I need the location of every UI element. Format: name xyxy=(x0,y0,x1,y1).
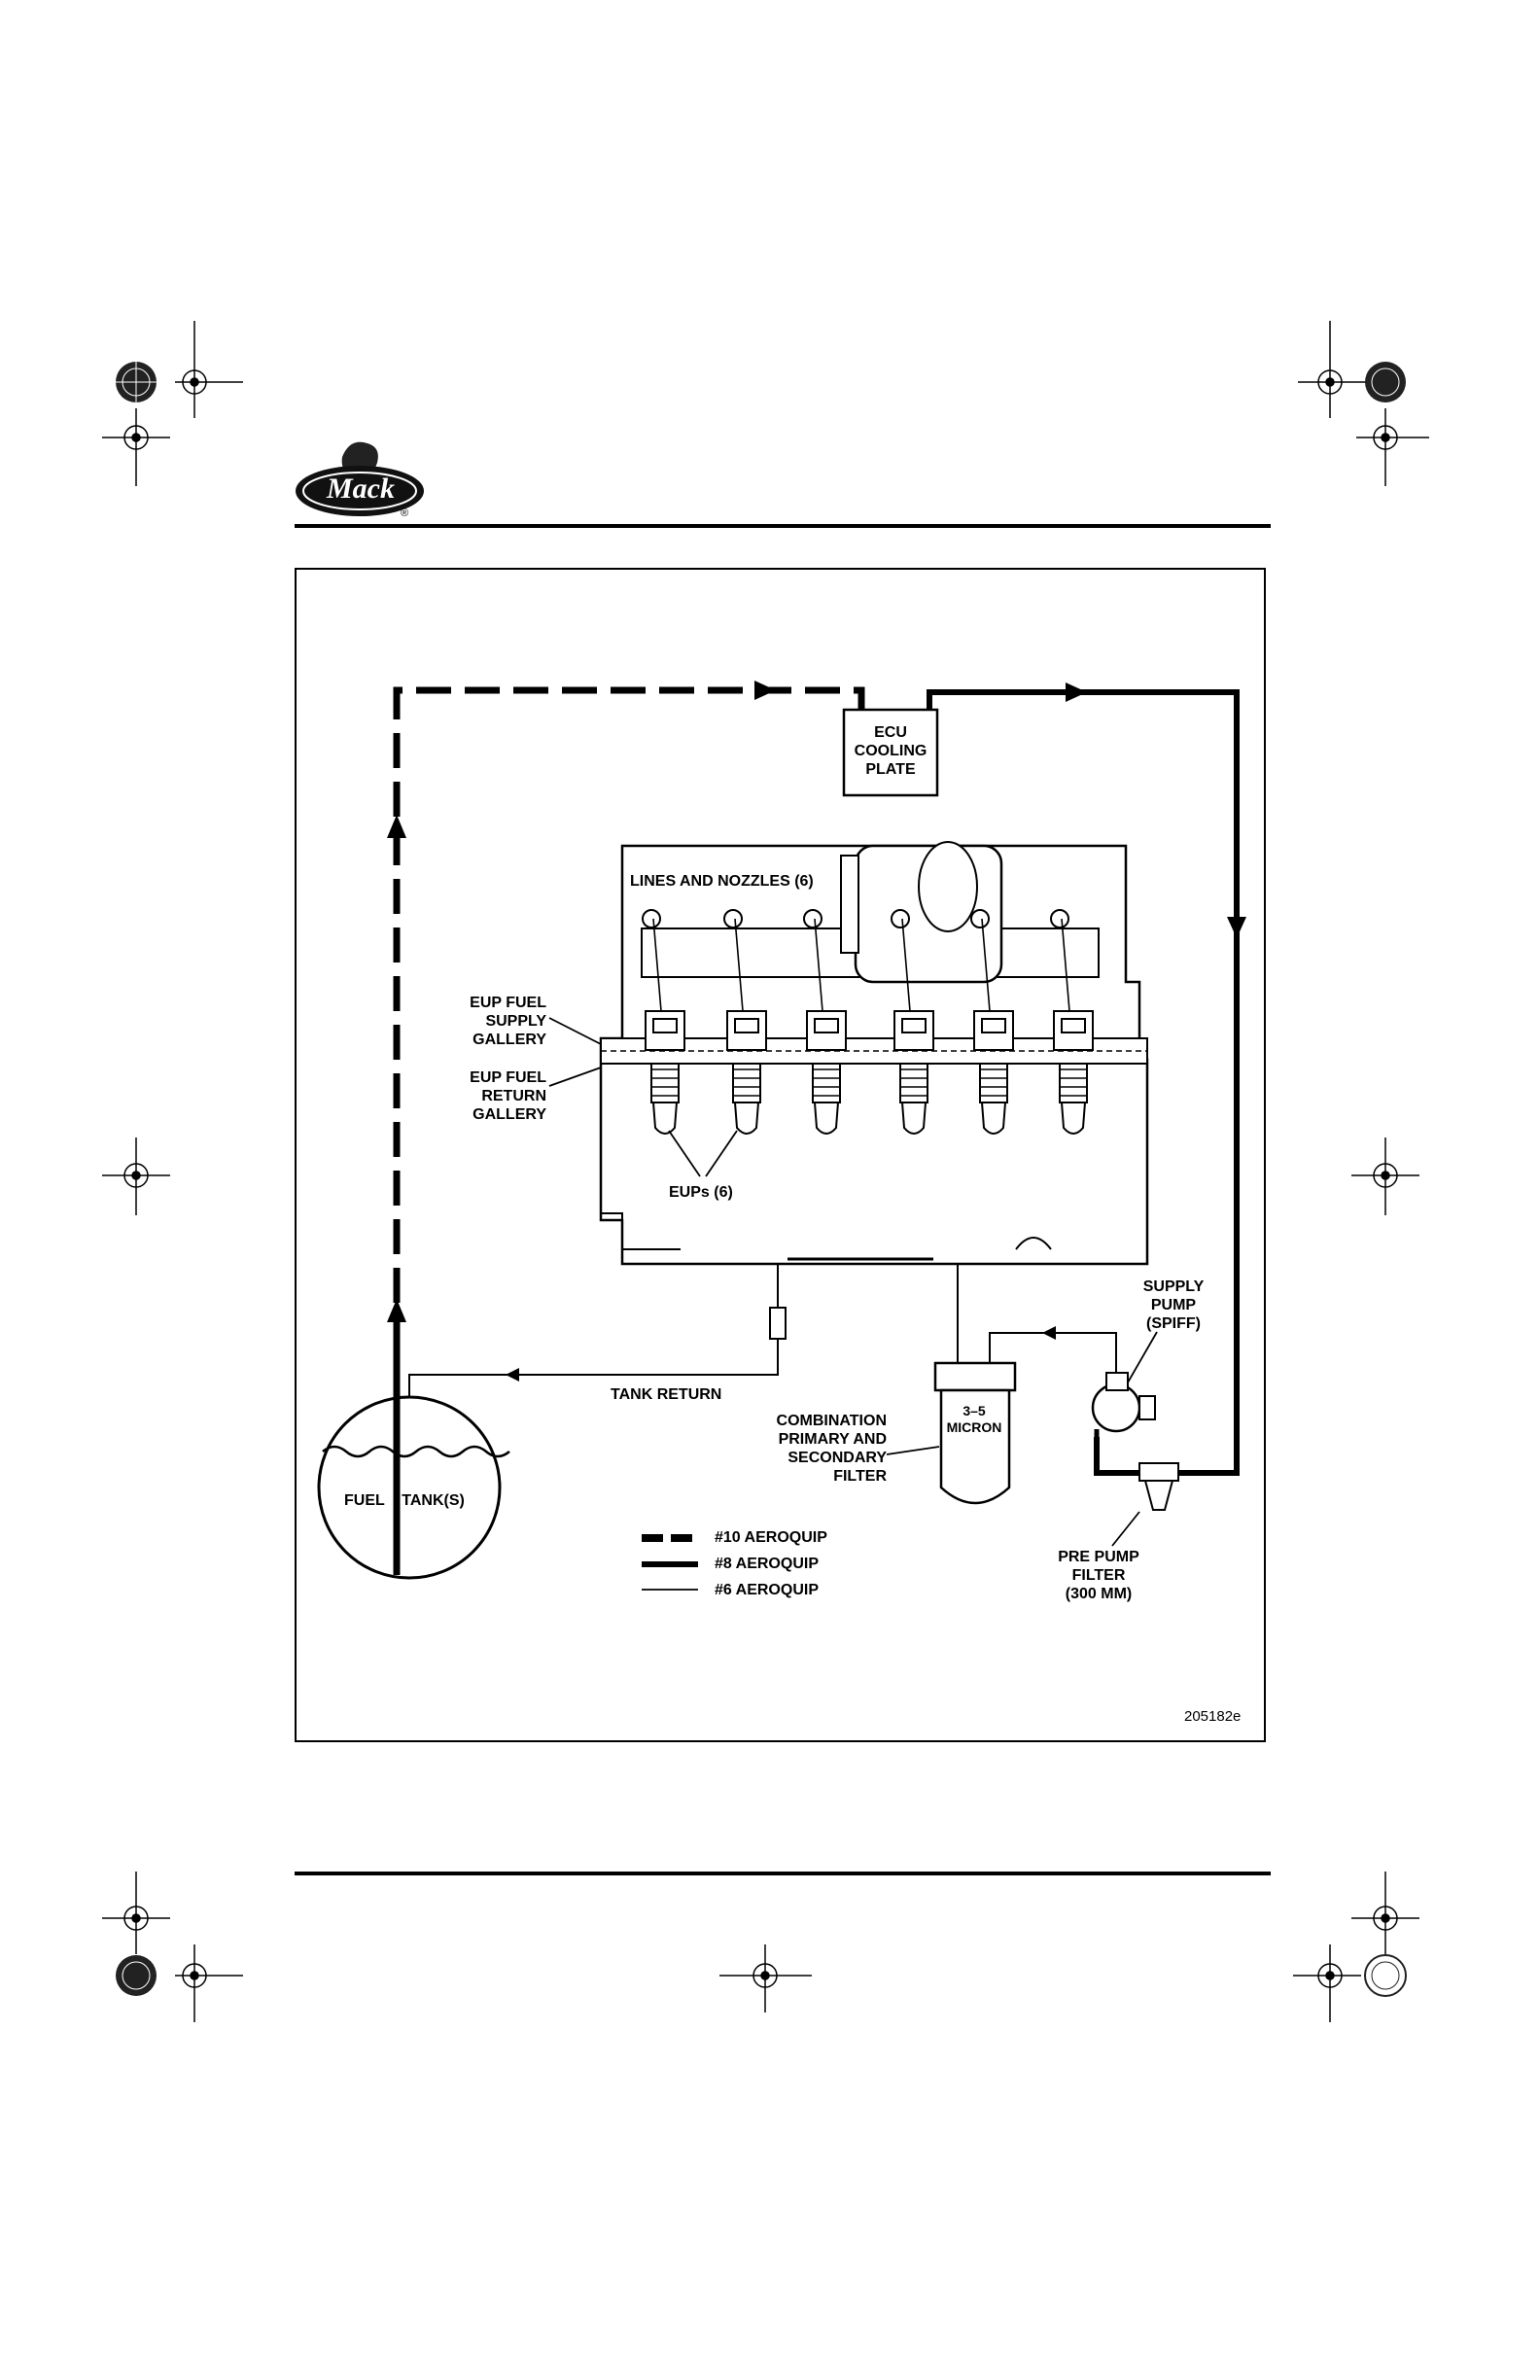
lines-and-nozzles-label: LINES AND NOZZLES (6) xyxy=(630,872,814,891)
eup-fuel-supply-gallery-label: EUP FUEL SUPPLY GALLERY xyxy=(428,994,546,1049)
logo-text: Mack xyxy=(317,472,404,506)
registration-target-top-left xyxy=(116,362,157,402)
eup-fuel-return-gallery-label: EUP FUEL RETURN GALLERY xyxy=(428,1068,546,1124)
crop-mark-bottom-left-1 xyxy=(102,1872,170,1954)
crop-mark-bottom-right-2 xyxy=(1293,1944,1361,2022)
registration-target-bottom-left xyxy=(116,1955,157,1996)
crop-mark-bottom-right-1 xyxy=(1351,1872,1419,1954)
figure-id: 205182e xyxy=(1184,1708,1241,1725)
registration-target-bottom-right xyxy=(1365,1955,1406,1996)
crop-mark-mid-left xyxy=(102,1138,170,1215)
crop-mark-top-right-1 xyxy=(1298,321,1366,418)
legend-label-10: #10 AEROQUIP xyxy=(715,1528,827,1547)
legend-label-8: #8 AEROQUIP xyxy=(715,1555,819,1573)
supply-pump-label: SUPPLY PUMP (SPIFF) xyxy=(1128,1278,1219,1333)
crop-mark-top-left-1 xyxy=(175,321,243,418)
crop-mark-top-left-2 xyxy=(102,408,170,486)
footer-rule xyxy=(295,1872,1271,1875)
crop-mark-bottom-center xyxy=(719,1944,812,2012)
eups-label: EUPs (6) xyxy=(669,1183,733,1202)
header-rule xyxy=(295,524,1271,528)
crop-mark-top-right-2 xyxy=(1356,408,1429,486)
crop-mark-bottom-left-2 xyxy=(175,1944,243,2022)
logo-registered-mark: ® xyxy=(401,508,408,519)
crop-mark-mid-right xyxy=(1351,1138,1419,1215)
registration-target-top-right xyxy=(1365,362,1406,402)
micron-label: 3–5 MICRON xyxy=(939,1403,1009,1436)
ecu-cooling-plate-label: ECU COOLING PLATE xyxy=(844,723,937,779)
legend-label-6: #6 AEROQUIP xyxy=(715,1581,819,1599)
tank-return-label: TANK RETURN xyxy=(611,1385,721,1404)
fuel-tanks-label: FUEL TANK(S) xyxy=(344,1491,465,1510)
pre-pump-filter-label: PRE PUMP FILTER (300 MM) xyxy=(1050,1548,1147,1603)
combination-filter-label: COMBINATION PRIMARY AND SECONDARY FILTER xyxy=(739,1412,887,1486)
